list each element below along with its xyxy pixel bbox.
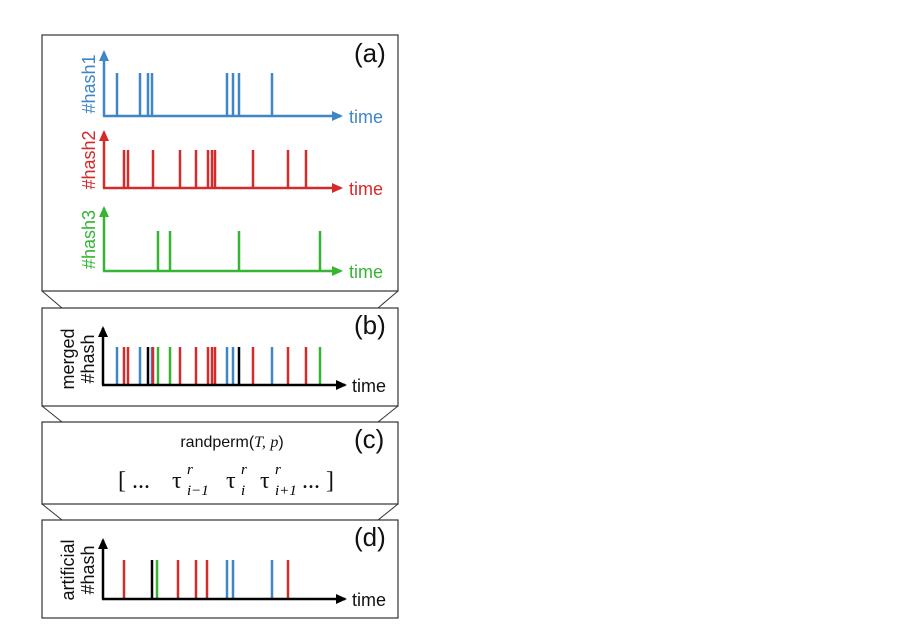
tau-cur-sup: r	[241, 462, 247, 478]
panel-a-row-3: #hash3 time	[79, 206, 383, 282]
panel-c-open-bracket: [ ...	[118, 468, 150, 494]
panel-d-plot: artificial #hash time	[58, 538, 386, 610]
panel-c-func-name: randperm(	[180, 434, 254, 451]
panel-a-row-1: #hash1 time	[79, 50, 383, 127]
panel-a-row-2-ylabel: #hash2	[79, 130, 99, 189]
funnel-a-b-right	[377, 290, 399, 309]
panel-c-tau-cur: τ r i	[226, 462, 247, 499]
panel-b-plot: merged #hash time	[58, 326, 386, 396]
funnel-connectors	[41, 290, 399, 521]
panel-c-arg-p: p	[269, 434, 278, 451]
panel-b-frame	[41, 307, 399, 407]
panel-d-label: (d)	[354, 522, 386, 552]
panel-d-xlabel: time	[352, 590, 386, 610]
tau-prev-sup: r	[187, 462, 193, 478]
panel-c-tau-next: τ r i+1	[260, 462, 297, 499]
panel-c-arg-T: T,	[254, 434, 266, 451]
panel-a-row-3-xlabel: time	[349, 262, 383, 282]
panel-a-frame	[41, 34, 399, 292]
panel-d-ylabel-line2: #hash	[78, 545, 98, 594]
funnel-a-b-left	[41, 290, 63, 309]
panel-a-row-2-xlabel: time	[349, 179, 383, 199]
tau-cur-sub: i	[241, 483, 245, 499]
panel-c-label: (c)	[354, 424, 384, 454]
tau-next-sub: i+1	[275, 483, 297, 499]
panel-a-row-2: #hash2 time	[79, 130, 383, 199]
tau-next-symbol: τ	[260, 468, 270, 494]
panel-c-content: randperm(T, p) [ ... τ r i−1 τ r i τ r i…	[118, 434, 334, 499]
panel-c-frame	[41, 421, 399, 505]
funnel-b-c-right	[377, 405, 399, 423]
panel-d-frame	[41, 519, 399, 619]
panel-d-ylabel-line1: artificial	[58, 539, 78, 600]
funnel-c-d-left	[41, 503, 63, 521]
panel-c-function: randperm(T, p)	[180, 434, 283, 451]
tau-prev-sub: i−1	[187, 483, 209, 499]
panel-d-events	[122, 560, 290, 599]
panel-c-func-close: )	[278, 434, 283, 451]
panel-a-row-1-ylabel: #hash1	[79, 54, 99, 113]
panel-b-xlabel: time	[352, 376, 386, 396]
tau-prev-symbol: τ	[172, 468, 182, 494]
panel-a-row-1-xlabel: time	[349, 107, 383, 127]
panel-c-tau-prev: τ r i−1	[172, 462, 209, 499]
funnel-c-d-right	[377, 503, 399, 521]
panel-a-row-3-ylabel: #hash3	[79, 210, 99, 269]
panel-b-ylabel-line1: merged	[58, 328, 78, 389]
panel-a-timelines: #hash1 time #hash2 time #hash3 time	[79, 50, 383, 282]
panel-c-close-bracket: ... ]	[302, 468, 334, 494]
panel-b-events	[115, 347, 322, 385]
tau-next-sup: r	[275, 462, 281, 478]
tau-cur-symbol: τ	[226, 468, 236, 494]
funnel-b-c-left	[41, 405, 63, 423]
panel-b-ylabel-line2: #hash	[78, 334, 98, 383]
panel-a-label: (a)	[354, 38, 386, 68]
panel-b-label: (b)	[354, 310, 386, 340]
